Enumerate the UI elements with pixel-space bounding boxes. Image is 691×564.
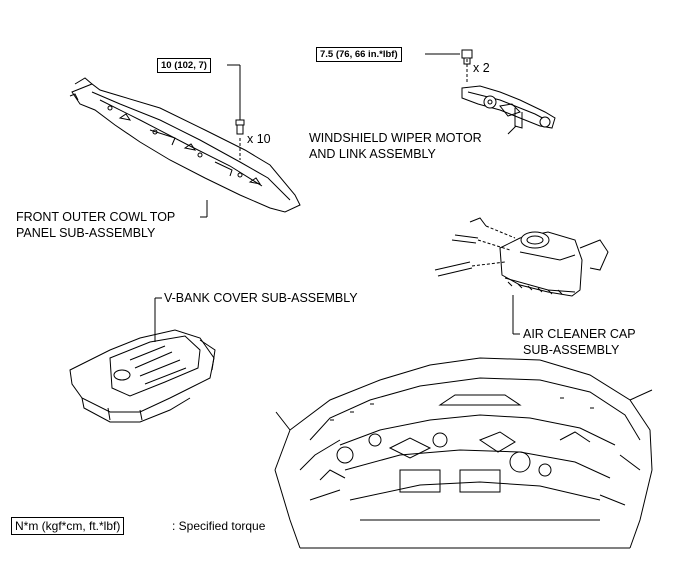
label-front-outer-cowl-line2: PANEL SUB-ASSEMBLY (16, 226, 156, 240)
torque-label-cowl-bolt: 10 (102, 7) (157, 58, 211, 73)
label-v-bank-cover: V-BANK COVER SUB-ASSEMBLY (164, 291, 358, 305)
cowl-panel-drawing (69, 77, 301, 213)
v-bank-cover-drawing (69, 329, 216, 423)
wiper-link-drawing (461, 49, 556, 129)
torque-label-wiper-nut: 7.5 (76, 66 in.*lbf) (316, 47, 402, 62)
quantity-cowl-bolt: x 10 (247, 132, 271, 146)
label-air-cleaner-cap-line1: AIR CLEANER CAP (523, 327, 636, 341)
cowl-bolt-drawing (227, 64, 245, 160)
legend-torque-unit-box: N*m (kgf*cm, ft.*lbf) (11, 517, 125, 535)
legend-specified-torque: : Specified torque (172, 519, 266, 533)
quantity-wiper-nut: x 2 (473, 61, 490, 75)
engine-bay-drawing (274, 357, 653, 549)
label-air-cleaner-cap-line2: SUB-ASSEMBLY (523, 343, 620, 357)
label-wiper-motor-line2: AND LINK ASSEMBLY (309, 147, 436, 161)
air-cleaner-cap-drawing (434, 217, 609, 297)
label-front-outer-cowl-line1: FRONT OUTER COWL TOP (16, 210, 176, 224)
label-wiper-motor-line1: WINDSHIELD WIPER MOTOR (309, 131, 482, 145)
